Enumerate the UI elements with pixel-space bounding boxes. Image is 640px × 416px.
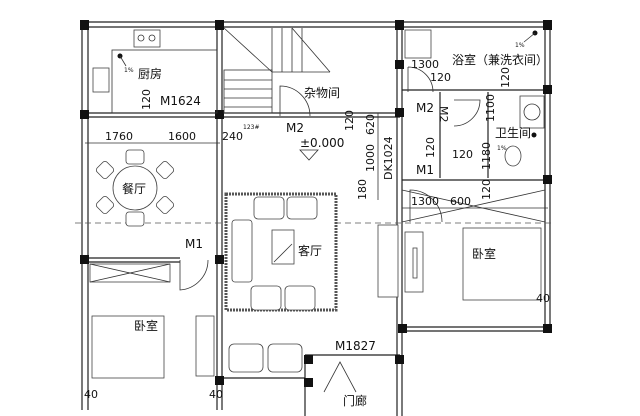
basin-icon xyxy=(519,95,545,129)
dim-620: 620 xyxy=(364,114,377,135)
dim-1000: 1000 xyxy=(364,144,377,172)
dim-1300: 1300 xyxy=(411,195,439,208)
dim-40: 40 xyxy=(536,292,550,305)
toilet-icon xyxy=(504,145,522,167)
dim-1760: 1760 xyxy=(105,130,133,143)
right-bed xyxy=(404,227,542,301)
dim-180: 180 xyxy=(356,179,369,200)
dim-120: 120 xyxy=(430,71,451,84)
room-dining: 餐厅 xyxy=(122,181,146,196)
room-bedroom-right: 卧室 xyxy=(472,246,496,261)
dim-120: 120 xyxy=(499,67,512,88)
dim-120: 120 xyxy=(140,89,153,110)
slope-mark: 1% xyxy=(124,67,134,74)
elevation-marker xyxy=(299,149,319,161)
entrance-door-swing[interactable] xyxy=(323,361,357,393)
door-label-toilet: M2 xyxy=(437,106,450,123)
room-living: 客厅 xyxy=(298,243,322,258)
slope-mark: 1% xyxy=(515,42,525,49)
dim-1180: 1180 xyxy=(480,142,493,170)
storage-door-swing[interactable] xyxy=(279,85,311,117)
elevation-label: ±0.000 xyxy=(300,136,344,150)
stove-icon xyxy=(133,29,161,48)
dim-600: 600 xyxy=(450,195,471,208)
dim-120: 120 xyxy=(452,148,473,161)
sink-icon xyxy=(92,67,110,93)
room-storage: 杂物间 xyxy=(304,86,340,100)
room-bath: 浴室（兼洗衣间） xyxy=(452,52,548,67)
bath-door-swing[interactable] xyxy=(407,66,434,93)
room-bedroom-left: 卧室 xyxy=(134,318,158,333)
room-kitchen: 厨房 xyxy=(138,66,162,81)
toilet-door-swing[interactable] xyxy=(453,99,481,127)
dim-1300: 1300 xyxy=(411,58,439,71)
sofa-set xyxy=(224,192,399,373)
dim-1100: 1100 xyxy=(484,94,497,122)
dim-240: 240 xyxy=(222,130,243,143)
bath-cabinet xyxy=(404,29,432,59)
dining-table xyxy=(95,149,175,227)
kitchen-counter xyxy=(111,49,218,114)
door-label-bath: M2 xyxy=(416,101,434,115)
door-label-m1624: M1624 xyxy=(160,94,201,108)
room-porch: 门廊 xyxy=(343,393,367,408)
dim-120: 120 xyxy=(343,110,356,131)
floor-drain-icon xyxy=(531,132,537,138)
dim-1600: 1600 xyxy=(168,130,196,143)
staircase xyxy=(223,27,331,114)
left-bedroom-door-swing[interactable] xyxy=(179,259,209,291)
left-bed xyxy=(89,263,215,379)
dim-120: 120 xyxy=(480,179,493,200)
dim-40: 40 xyxy=(84,388,98,401)
door-label-m1-left: M1 xyxy=(185,237,203,251)
dim-40: 40 xyxy=(209,388,223,401)
door-label-m1-right: M1 xyxy=(416,163,434,177)
walls xyxy=(80,20,552,416)
right-bedroom-door-swing[interactable] xyxy=(409,189,443,223)
door-label-storage: M2 xyxy=(286,121,304,135)
dim-120: 120 xyxy=(424,137,437,158)
window-label-dk1024: DK1024 xyxy=(382,136,395,180)
stair-note: 123# xyxy=(243,124,259,131)
room-toilet: 卫生间 xyxy=(495,126,531,140)
slope-mark: 1% xyxy=(497,145,507,152)
door-label-m1827: M1827 xyxy=(335,339,376,353)
